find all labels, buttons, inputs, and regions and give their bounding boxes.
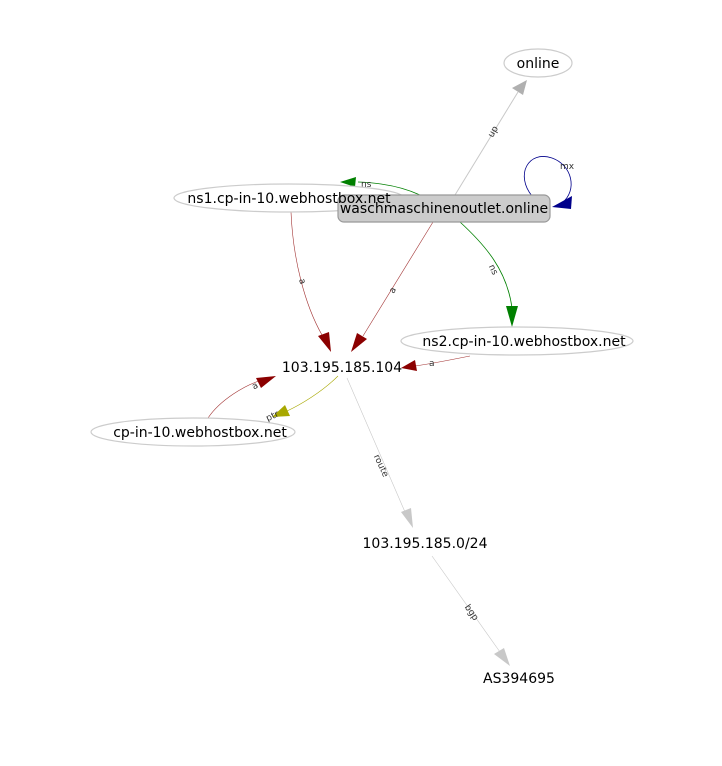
edge-ns-ns2: ns: [459, 221, 518, 327]
edge-ns-ns2-arrow: [506, 306, 518, 327]
edge-route: route: [346, 377, 413, 528]
node-ns2-label: ns2.cp-in-10.webhostbox.net: [422, 334, 626, 350]
edge-a-cp-line: [207, 379, 263, 419]
edge-a-ns2-line: [414, 355, 471, 367]
node-cp-label: cp-in-10.webhostbox.net: [113, 425, 287, 441]
edge-ptr: ptr: [265, 375, 339, 424]
edge-a-ns1-label: a: [296, 277, 307, 286]
edge-up-label: up: [487, 124, 502, 139]
edge-a-cp: a: [207, 376, 276, 419]
edge-bgp-arrow: [494, 648, 510, 666]
edge-ns-ns1-label: ns: [361, 180, 372, 190]
node-ns2-shape: [400, 326, 634, 356]
edge-ns-ns1-line: [357, 181, 421, 196]
edge-mx-label: mx: [560, 162, 575, 172]
edge-up-line: [454, 91, 519, 196]
node-online-shape: [503, 48, 573, 78]
node-cp-shape: [90, 417, 296, 447]
edge-a-ns1-line: [290, 211, 323, 336]
edge-ns-ns2-label: ns: [486, 263, 500, 277]
node-ns2[interactable]: ns2.cp-in-10.webhostbox.net: [400, 326, 634, 356]
node-asn-label: AS394695: [483, 671, 555, 687]
node-ip-label: 103.195.185.104: [282, 360, 402, 376]
node-domain[interactable]: waschmaschinenoutlet.online: [337, 194, 551, 223]
edge-up: up: [454, 80, 527, 196]
edge-bgp-line: [431, 555, 501, 653]
edge-a-ns2-arrow: [401, 360, 417, 371]
edge-mx-line: [523, 156, 572, 204]
edge-up-arrow: [512, 80, 527, 95]
edge-a-domain-label: a: [388, 286, 399, 296]
edge-a-ns2: a: [401, 355, 471, 371]
edge-a-ns1-arrow: [318, 332, 331, 352]
node-domain-label: waschmaschinenoutlet.online: [340, 201, 548, 217]
node-subnet-label: 103.195.185.0/24: [363, 536, 488, 552]
node-asn[interactable]: AS394695: [483, 671, 555, 687]
node-ns1-label: ns1.cp-in-10.webhostbox.net: [187, 191, 391, 207]
edge-ptr-arrow: [272, 405, 290, 417]
edge-bgp: bgp: [431, 555, 510, 666]
edge-mx-arrow: [552, 196, 572, 209]
edge-mx: mx: [523, 156, 575, 209]
edge-ns-ns1: ns: [340, 177, 421, 196]
edge-ns-ns2-line: [459, 221, 513, 309]
edge-ptr-line: [286, 375, 339, 412]
edge-a-domain: a: [351, 221, 434, 352]
node-domain-shape: [337, 194, 551, 223]
node-cp[interactable]: cp-in-10.webhostbox.net: [90, 417, 296, 447]
edge-a-domain-arrow: [351, 333, 367, 352]
edge-a-ns1: a: [290, 211, 331, 352]
edge-route-line: [346, 377, 406, 513]
node-subnet[interactable]: 103.195.185.0/24: [363, 536, 488, 552]
edge-route-label: route: [371, 453, 390, 479]
edge-a-cp-label: a: [251, 381, 261, 392]
node-online[interactable]: online: [503, 48, 573, 78]
node-online-label: online: [517, 56, 560, 72]
edge-route-arrow: [401, 508, 413, 528]
edge-a-domain-line: [362, 221, 434, 337]
edge-a-ns2-label: a: [429, 359, 435, 369]
node-ip[interactable]: 103.195.185.104: [282, 360, 402, 376]
edge-ns-ns1-arrow: [340, 177, 356, 187]
edge-a-cp-arrow: [256, 376, 276, 388]
